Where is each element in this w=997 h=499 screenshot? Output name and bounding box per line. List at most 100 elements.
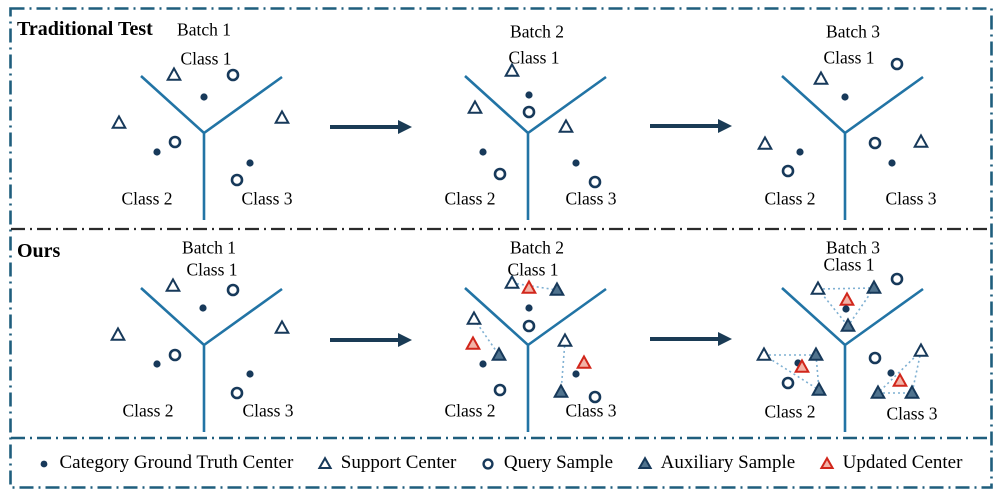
query-marker [890, 57, 904, 71]
class-boundary-y [781, 287, 924, 432]
support-marker [466, 310, 482, 325]
support-marker [757, 135, 773, 150]
aux-marker [553, 383, 569, 398]
class1-label: Class 1 [186, 259, 238, 280]
legend-label: Updated Center [842, 452, 963, 473]
center-marker [842, 305, 850, 313]
support-center-icon [317, 456, 333, 469]
arrow-head-icon [718, 332, 732, 346]
updated-marker [521, 279, 537, 294]
class-boundary-y [464, 287, 607, 432]
support-marker [274, 109, 290, 124]
center-marker [246, 370, 254, 378]
class-boundary-y [140, 75, 283, 220]
class3-label: Class 3 [886, 403, 938, 424]
legend-label: Auxiliary Sample [660, 452, 796, 473]
class3-label: Class 3 [241, 188, 293, 209]
aux-marker [840, 317, 856, 332]
center-marker [40, 460, 47, 468]
cluster-link-line [560, 340, 566, 393]
category-ground-truth-center-icon [40, 460, 47, 468]
updated-marker [839, 291, 855, 306]
legend-item-auxiliary-sample: Auxiliary Sample [636, 452, 796, 474]
query-marker [230, 173, 244, 187]
query-sample-icon [482, 458, 494, 470]
center-marker [525, 304, 533, 312]
aux-marker [808, 346, 824, 361]
class3-label: Class 3 [565, 188, 617, 209]
updated-marker [819, 456, 834, 469]
class3-label: Class 3 [885, 188, 937, 209]
support-marker [110, 326, 126, 341]
class2-label: Class 2 [121, 188, 173, 209]
support-marker [165, 277, 181, 292]
support-marker [913, 133, 929, 148]
cluster-link-line [815, 354, 820, 391]
legend-label: Support Center [340, 452, 457, 473]
query-marker [588, 175, 602, 189]
support-marker [558, 118, 574, 133]
updated-marker [794, 358, 810, 373]
support-marker [756, 346, 772, 361]
outer-frame [9, 7, 993, 489]
aux-marker [491, 346, 507, 361]
class1-label: Class 1 [507, 259, 559, 280]
cluster-link-line [511, 282, 558, 291]
center-marker [796, 148, 804, 156]
class-boundary-y [140, 287, 283, 432]
class2-label: Class 2 [444, 188, 496, 209]
support-marker [166, 66, 182, 81]
class1-label: Class 1 [823, 254, 875, 275]
batch-label: Batch 3 [826, 237, 880, 258]
center-marker [887, 369, 895, 377]
center-marker [525, 91, 533, 99]
query-marker [522, 105, 536, 119]
legend-item-support-center: Support Center [316, 452, 457, 474]
support-marker [557, 332, 573, 347]
class-boundary-y [781, 75, 924, 220]
center-marker [199, 304, 207, 312]
cluster-link-line [763, 354, 820, 391]
query-marker [781, 164, 795, 178]
row-title-ours: Ours [17, 240, 61, 262]
class1-label: Class 1 [823, 47, 875, 68]
class1-label: Class 1 [180, 48, 232, 69]
query-marker [482, 458, 494, 470]
support-marker [810, 280, 826, 295]
class3-label: Class 3 [242, 400, 294, 421]
center-marker [572, 370, 580, 378]
batch-label: Batch 2 [510, 237, 564, 258]
cluster-link-line [877, 350, 922, 394]
center-marker [153, 360, 161, 368]
support-marker [111, 114, 127, 129]
aux-marker [866, 279, 882, 294]
aux-marker [904, 384, 920, 399]
legend-item-category-ground-truth-center: Category Ground Truth Center [35, 452, 293, 474]
query-marker [226, 283, 240, 297]
auxiliary-sample-icon [637, 456, 652, 469]
updated-marker [892, 372, 908, 387]
arrow-head-icon [718, 119, 732, 133]
center-marker [246, 159, 254, 167]
batch-label: Batch 1 [182, 237, 236, 258]
legend-item-query-sample: Query Sample [479, 452, 613, 474]
query-marker [588, 390, 602, 404]
aux-marker [811, 381, 827, 396]
cluster-link-line [473, 318, 500, 356]
center-marker [572, 159, 580, 167]
aux-marker [870, 384, 886, 399]
support-marker [504, 62, 520, 77]
center-marker [200, 93, 208, 101]
updated-marker [576, 354, 592, 369]
cluster-link-line [817, 287, 875, 290]
query-marker [168, 348, 182, 362]
query-marker [868, 136, 882, 150]
updated-marker [465, 335, 481, 350]
support-marker [813, 70, 829, 85]
center-marker [153, 148, 161, 156]
center-marker [479, 148, 487, 156]
query-marker [230, 386, 244, 400]
class3-label: Class 3 [565, 400, 617, 421]
class2-label: Class 2 [764, 188, 816, 209]
